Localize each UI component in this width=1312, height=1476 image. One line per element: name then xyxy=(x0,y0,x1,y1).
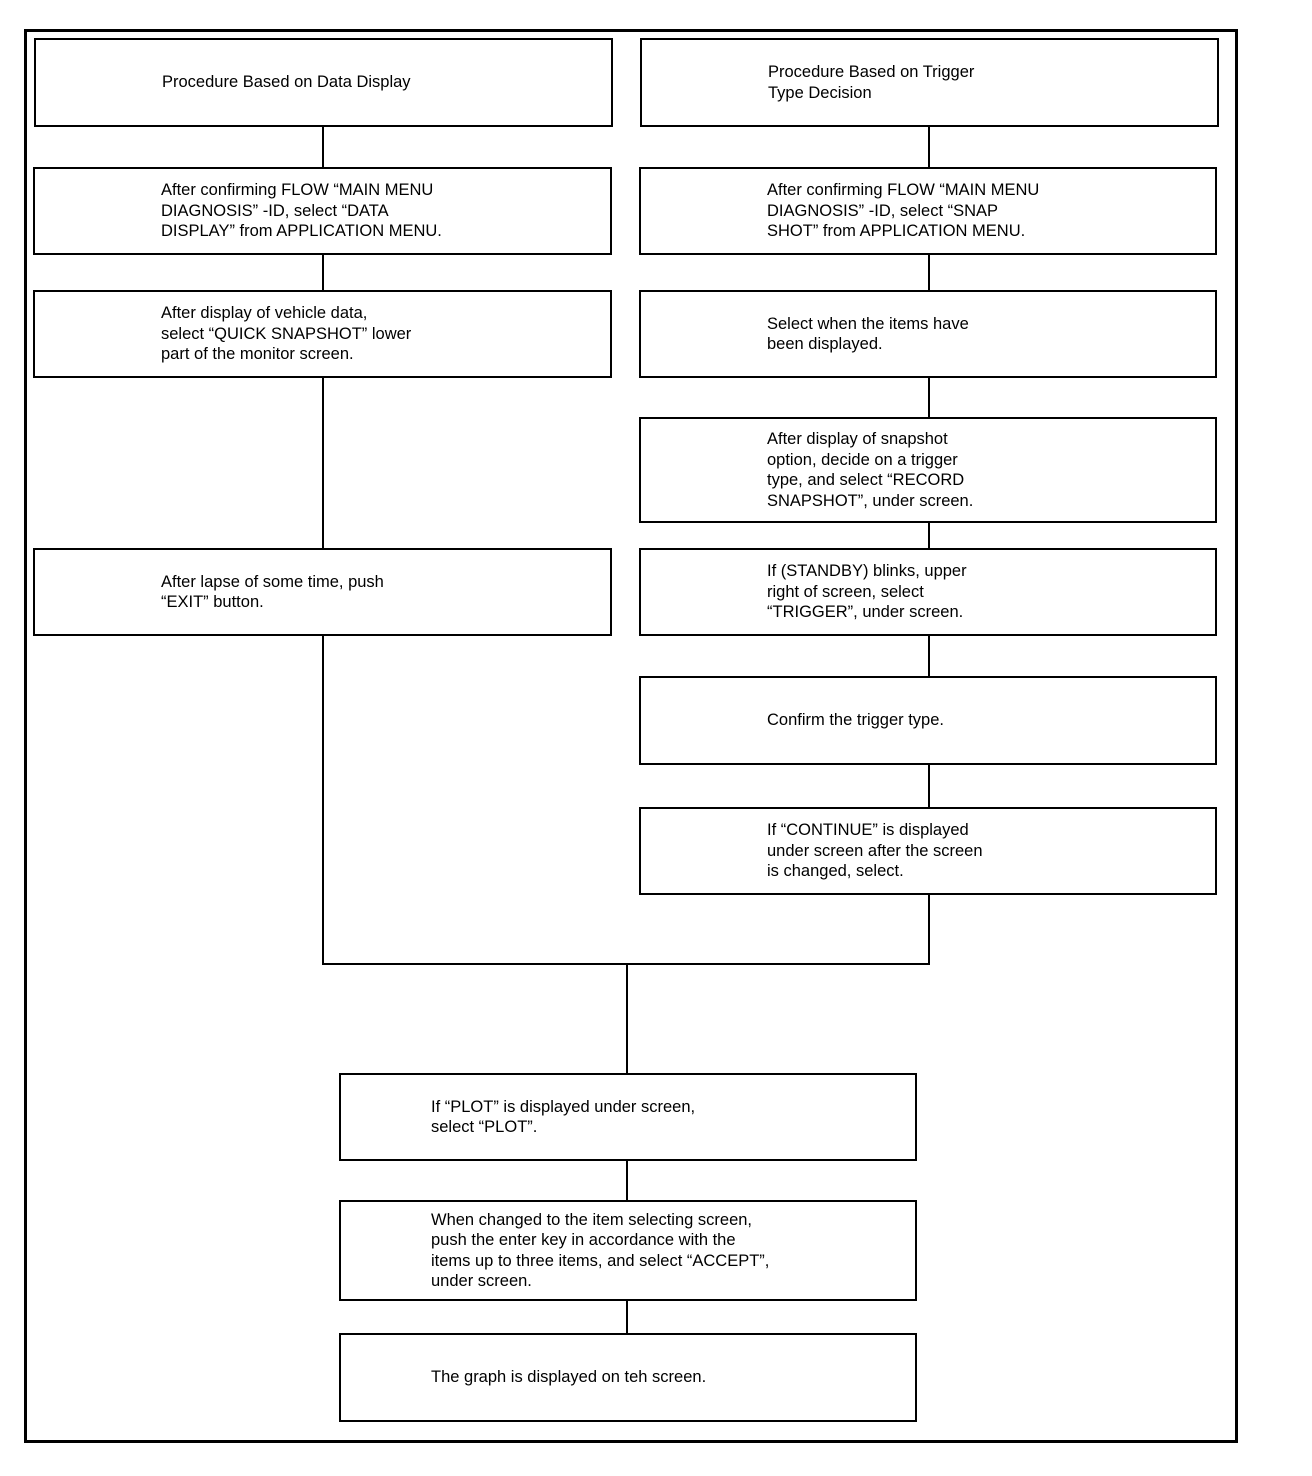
right-step-text-6: If “CONTINUE” is displayed under screen … xyxy=(767,821,983,881)
right-step-text-3: After display of snapshot option, decide… xyxy=(767,430,974,510)
right-header-box: Procedure Based on Trigger Type Decision xyxy=(640,38,1219,127)
right-step-box-2: Select when the items have been displaye… xyxy=(639,290,1217,378)
merged-step-box-3: The graph is displayed on teh screen. xyxy=(339,1333,917,1422)
right-step-text-2: Select when the items have been displaye… xyxy=(767,314,969,354)
right-header-text: Procedure Based on Trigger Type Decision xyxy=(768,63,975,102)
left-step-text-1: After confirming FLOW “MAIN MENU DIAGNOS… xyxy=(161,181,442,241)
merged-step-text-1: If “PLOT” is displayed under screen, sel… xyxy=(431,1097,696,1137)
left-header-box: Procedure Based on Data Display xyxy=(34,38,613,127)
left-step-box-2: After display of vehicle data, select “Q… xyxy=(33,290,612,378)
right-step-box-5: Confirm the trigger type. xyxy=(639,676,1217,765)
right-step-text-4: If (STANDBY) blinks, upper right of scre… xyxy=(767,562,967,622)
merged-step-box-1: If “PLOT” is displayed under screen, sel… xyxy=(339,1073,917,1161)
merged-step-text-2: When changed to the item selecting scree… xyxy=(431,1210,770,1291)
left-step-box-3: After lapse of some time, push “EXIT” bu… xyxy=(33,548,612,636)
left-step-text-2: After display of vehicle data, select “Q… xyxy=(161,304,412,364)
right-step-text-1: After confirming FLOW “MAIN MENU DIAGNOS… xyxy=(767,181,1040,241)
right-step-box-4: If (STANDBY) blinks, upper right of scre… xyxy=(639,548,1217,636)
right-step-box-6: If “CONTINUE” is displayed under screen … xyxy=(639,807,1217,895)
right-step-box-3: After display of snapshot option, decide… xyxy=(639,417,1217,523)
right-step-text-5: Confirm the trigger type. xyxy=(767,711,944,730)
merged-step-box-2: When changed to the item selecting scree… xyxy=(339,1200,917,1301)
left-step-box-1: After confirming FLOW “MAIN MENU DIAGNOS… xyxy=(33,167,612,255)
left-step-text-3: After lapse of some time, push “EXIT” bu… xyxy=(161,572,384,612)
merged-step-text-3: The graph is displayed on teh screen. xyxy=(431,1368,707,1387)
left-header-text: Procedure Based on Data Display xyxy=(162,73,411,92)
diagram-frame xyxy=(24,29,1238,1443)
right-step-box-1: After confirming FLOW “MAIN MENU DIAGNOS… xyxy=(639,167,1217,255)
